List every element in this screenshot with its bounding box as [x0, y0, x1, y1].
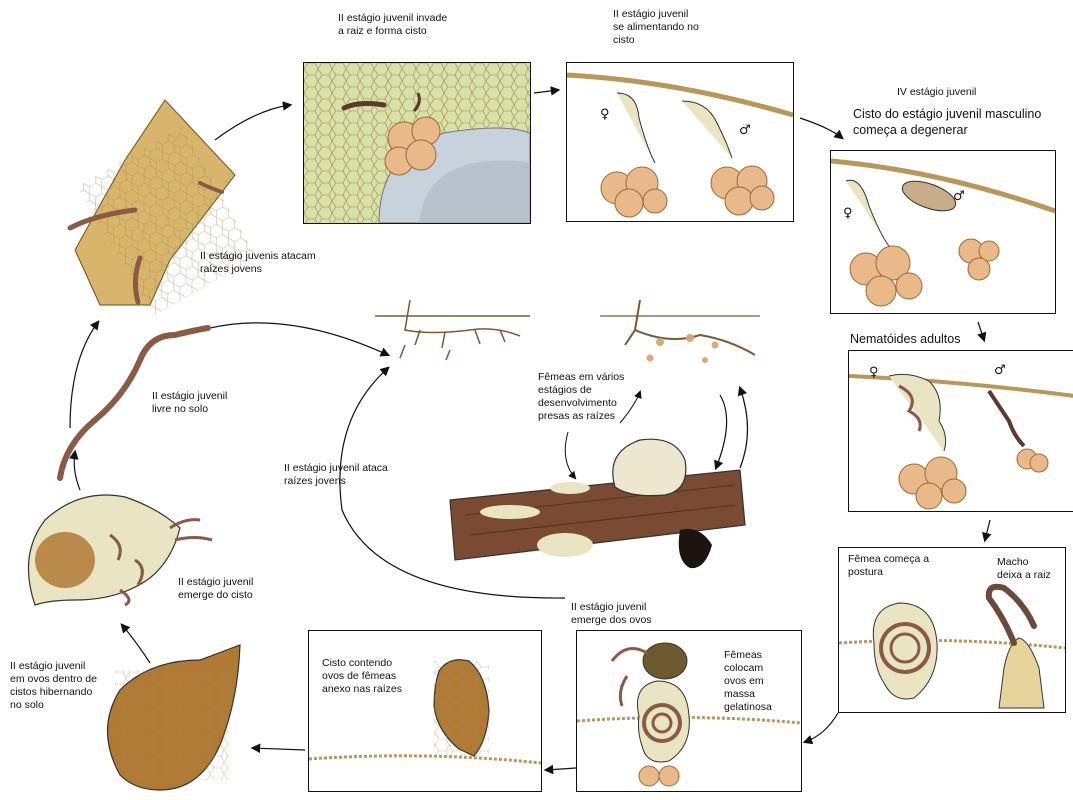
label-juvenile-attacks: II estágio juvenil ataca raízes jovens — [284, 462, 388, 488]
label-emerges-from-cyst: II estágio juvenil emerge do cisto — [178, 576, 253, 602]
arrow-root-to-panel1 — [215, 105, 290, 140]
label-females-attached: Fêmeas em vários estágios de desenvolvim… — [538, 371, 624, 423]
label-gelatinous-mass: Fêmeas colocam ovos em massa gelatinosa — [724, 649, 772, 714]
label-invades-root: II estágio juvenil invade a raiz e forma… — [338, 12, 447, 38]
label-fourth-stage: IV estágio juvenil — [897, 86, 976, 99]
panel-cyst-with-eggs — [308, 630, 542, 792]
arrow-panel4-to-panel5 — [985, 520, 990, 540]
male-symbol: ♂ — [994, 363, 1006, 378]
female-symbol: ♀ — [843, 206, 853, 221]
arrow-panel2-to-panel3 — [800, 118, 842, 138]
overwintering-cyst-illustration — [108, 645, 241, 790]
root-with-females-illustration — [600, 300, 760, 363]
root-section-illustration — [450, 439, 745, 568]
arrow-hatch-to-free — [74, 452, 80, 490]
label-male-leaves-root: Macho deixa a raiz — [997, 556, 1051, 582]
panel-male-cyst-degenerates: ♀ ♂ — [830, 150, 1056, 314]
male-symbol: ♂ — [739, 123, 751, 138]
young-roots-illustration — [375, 300, 530, 360]
panel-feeding: ♀ ♂ — [566, 62, 794, 222]
arrow-free-to-root — [70, 322, 98, 428]
label-juveniles-attack: II estágio juvenis atacam raízes jovens — [200, 250, 316, 276]
arrow-panel3-to-panel4 — [978, 322, 984, 340]
arrow-cyst-to-hatch — [122, 625, 150, 663]
label-male-cyst-degenerates: Cisto do estágio juvenil masculino começ… — [853, 106, 1041, 138]
label-emerges-from-eggs: II estágio juvenil emerge dos ovos — [571, 601, 652, 627]
label-free-in-soil: II estágio juvenil livre no solo — [152, 390, 227, 416]
arrow-label-to-bottom — [565, 432, 575, 478]
panel-adult-nematodes: ♀ ♂ — [848, 350, 1073, 512]
arrow-panel7-to-cyst — [253, 748, 305, 750]
label-female-begins-laying: Fêmea começa a postura — [848, 553, 929, 579]
arrow-females-down — [716, 395, 727, 468]
label-feeding-in-cyst: II estágio juvenil se alimentando no cis… — [613, 8, 699, 47]
panel-invades-root — [303, 62, 531, 224]
arrow-free-to-young-roots — [210, 323, 388, 355]
male-symbol: ♂ — [953, 189, 965, 204]
arrow-panel5-to-panel6 — [805, 713, 838, 742]
young-root-illustration — [70, 100, 256, 317]
label-cyst-with-eggs: Cisto contendo ovos de fêmeas anexo nas … — [322, 657, 402, 696]
arrow-females-up — [740, 388, 748, 468]
female-symbol: ♀ — [869, 365, 879, 380]
label-adult-nematodes: Nematóides adultos — [850, 331, 960, 347]
arrow-panel6-to-panel7 — [546, 768, 576, 770]
female-symbol: ♀ — [600, 107, 610, 122]
arrow-panel1-to-panel2 — [534, 90, 558, 93]
label-overwintering: II estágio juvenil em ovos dentro de cis… — [10, 660, 97, 712]
